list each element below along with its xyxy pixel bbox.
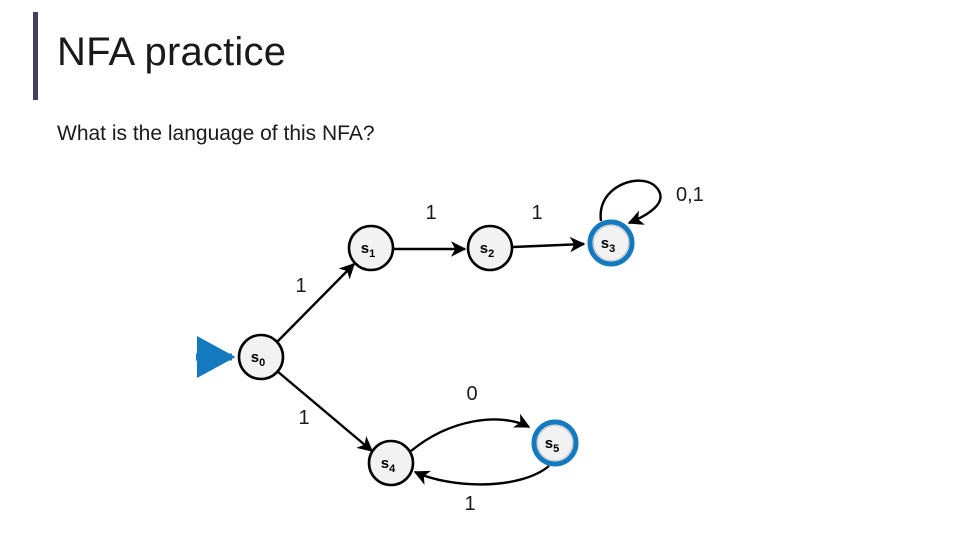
state-sub-s1: 1 — [369, 248, 375, 260]
edge-label-s0-s1: 1 — [295, 275, 306, 297]
edge-label-s2-s3: 1 — [531, 202, 542, 224]
state-sub-s5: 5 — [553, 443, 559, 455]
edge-label-s3-selfloop: 0,1 — [676, 184, 704, 206]
slide-subtitle: What is the language of this NFA? — [57, 122, 375, 145]
state-sub-s4: 4 — [389, 463, 396, 475]
page-title: NFA practice — [57, 30, 287, 74]
edge-label-s4-s5: 0 — [466, 383, 477, 405]
edge-label-s0-s4: 1 — [298, 407, 309, 429]
state-node-s3[interactable]: s3 — [587, 219, 635, 267]
state-node-s0[interactable]: s0 — [237, 333, 285, 381]
edge-label-s1-s2: 1 — [425, 202, 436, 224]
state-sub-s2: 2 — [488, 248, 494, 260]
state-node-s1[interactable]: s1 — [347, 224, 395, 272]
state-node-s2[interactable]: s2 — [466, 224, 514, 272]
state-sub-s0: 0 — [259, 357, 265, 369]
transition-s4-s5 — [410, 413, 531, 452]
transition-s0-s1 — [276, 263, 355, 343]
state-node-s5[interactable]: s5 — [531, 419, 579, 467]
transition-s2-s3 — [512, 236, 586, 253]
transition-s5-s4 — [413, 465, 550, 486]
transition-s0-s4 — [276, 370, 374, 452]
state-node-s4[interactable]: s4 — [367, 439, 415, 487]
title-accent-bar — [33, 12, 38, 100]
transition-s3-s3-selfloop — [599, 179, 662, 225]
state-sub-s3: 3 — [609, 243, 615, 255]
edge-label-s5-s4: 1 — [464, 493, 475, 515]
